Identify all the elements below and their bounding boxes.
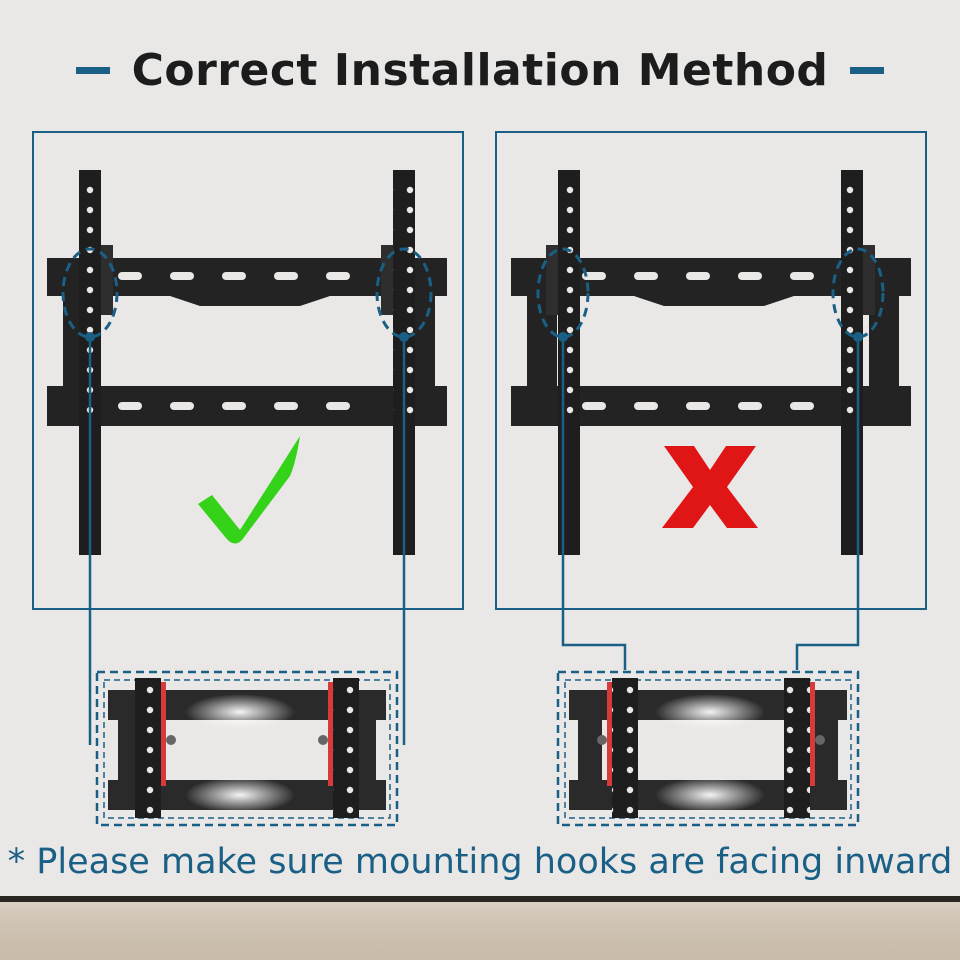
incorrect-hook-highlight-left bbox=[536, 247, 590, 339]
incorrect-detail-view bbox=[556, 670, 860, 827]
incorrect-tv-arm-right bbox=[841, 170, 875, 555]
incorrect-panel-frame bbox=[495, 131, 927, 610]
correct-panel bbox=[32, 131, 464, 610]
incorrect-hook-highlight-right bbox=[831, 247, 885, 339]
title-dash-left bbox=[75, 66, 110, 74]
correct-tv-arm-right bbox=[381, 170, 415, 555]
correct-tv-arm-left bbox=[79, 170, 113, 555]
check-mark-icon bbox=[198, 436, 300, 544]
hook-red-marker bbox=[607, 682, 612, 786]
correct-hook-highlight-right bbox=[375, 247, 433, 339]
cross-mark-icon bbox=[662, 446, 758, 528]
hook-red-marker bbox=[810, 682, 815, 786]
title-row: Correct Installation Method bbox=[0, 38, 960, 102]
correct-hook-highlight-left bbox=[61, 247, 119, 339]
correct-detail-view bbox=[95, 670, 399, 827]
callout-dots bbox=[85, 332, 863, 342]
incorrect-panel bbox=[495, 131, 927, 610]
callout-lines bbox=[88, 337, 860, 745]
floor bbox=[0, 896, 960, 960]
title-dash-right bbox=[850, 66, 885, 74]
correct-panel-frame bbox=[32, 131, 464, 610]
hook-red-marker bbox=[161, 682, 166, 786]
hook-red-marker bbox=[328, 682, 333, 786]
installation-note: * Please make sure mounting hooks are fa… bbox=[7, 842, 953, 882]
page-title: Correct Installation Method bbox=[131, 44, 829, 96]
